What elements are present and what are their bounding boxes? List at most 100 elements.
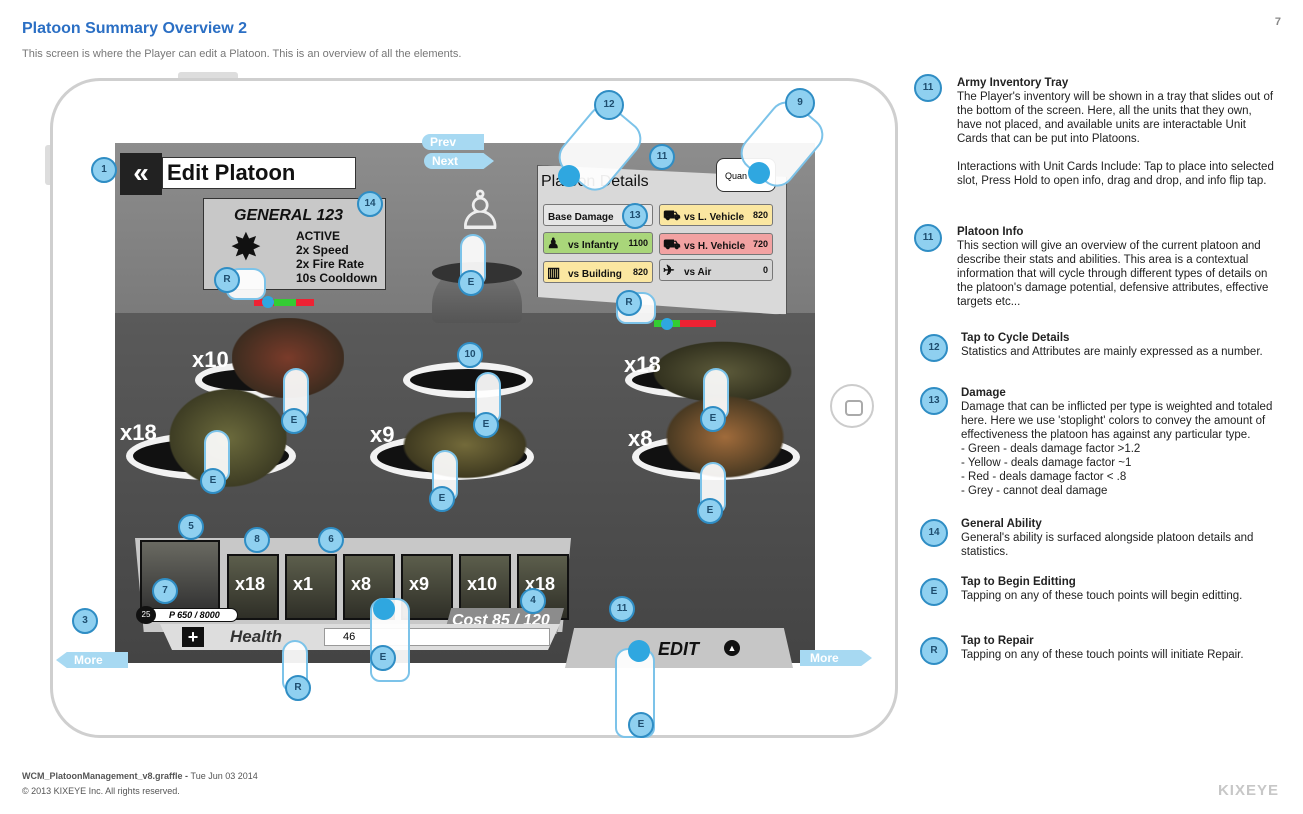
stat-vs-heavy-vehicle: ⛟ vs H. Vehicle 720	[659, 233, 773, 255]
stat-label: Base Damage	[548, 212, 614, 223]
back-button[interactable]: «	[120, 153, 162, 195]
screen-title: Edit Platoon	[162, 157, 356, 189]
footer-filename: WCM_PlatoonManagement_v8.graffle -	[22, 771, 189, 781]
annotation-body: This section will give an overview of th…	[957, 240, 1269, 308]
annotation-body: Tapping on any of these touch points wil…	[961, 649, 1244, 661]
tablet-home-button[interactable]	[830, 384, 874, 428]
unit-multiplier: x9	[370, 422, 395, 447]
annotation-heading: Tap to Cycle Details	[961, 332, 1070, 344]
chevron-up-icon[interactable]: ▲	[724, 640, 740, 656]
touch-point[interactable]	[558, 165, 580, 187]
edit-bar[interactable]	[565, 628, 793, 668]
callout-marker: 10	[457, 342, 483, 368]
health-label: Health	[230, 627, 282, 646]
annotation-marker: E	[920, 578, 948, 606]
unit-artillery[interactable]	[400, 410, 530, 480]
callout-marker: 8	[244, 527, 270, 553]
tablet-power-button	[178, 72, 238, 78]
annotation-body: Interactions with Unit Cards Include: Ta…	[957, 161, 1274, 187]
soldier-icon: ♟	[547, 235, 560, 251]
footer-copyright: © 2013 KIXEYE Inc. All rights reserved.	[22, 786, 180, 796]
stat-vs-air: ✈ vs Air 0	[659, 259, 773, 281]
tablet-side-button	[45, 145, 50, 185]
annotation-begin-editing: Tap to Begin Editting Tapping on any of …	[961, 575, 1281, 603]
edit-touch-marker[interactable]: E	[458, 270, 484, 296]
building-icon: ▥	[547, 264, 561, 280]
stat-value: 1100	[628, 238, 648, 248]
callout-marker: 4	[520, 588, 546, 614]
stat-label: vs Infantry	[568, 240, 619, 251]
heavy-truck-icon: ⛟	[663, 236, 681, 252]
page-title: Platoon Summary Overview 2	[22, 20, 247, 37]
annotation-army-inventory: Army Inventory Tray The Player's invento…	[957, 76, 1277, 188]
touch-point[interactable]	[628, 640, 650, 662]
general-ability-line: 2x Fire Rate	[296, 257, 365, 271]
unit-card-count: x18	[235, 574, 266, 594]
callout-marker: 13	[622, 203, 648, 229]
unit-card-count: x10	[467, 574, 498, 594]
more-right-button[interactable]: More	[800, 650, 872, 666]
repair-touch-marker[interactable]: R	[214, 267, 240, 293]
unit-card-count: x8	[351, 574, 372, 594]
footer-date: Tue Jun 03 2014	[190, 771, 258, 781]
annotation-cycle-details: Tap to Cycle Details Statistics and Attr…	[961, 331, 1281, 359]
callout-marker: 12	[594, 90, 624, 120]
edit-touch-marker[interactable]: E	[628, 712, 654, 738]
stat-value: 820	[632, 267, 648, 277]
annotation-marker: 13	[920, 387, 948, 415]
annotation-body: - Green - deals damage factor >1.2 - Yel…	[961, 443, 1141, 497]
level-badge: 25	[136, 606, 156, 624]
stat-label: vs L. Vehicle	[684, 212, 745, 223]
annotation-marker: R	[920, 637, 948, 665]
repair-bar-green	[274, 299, 296, 306]
repair-touch-marker[interactable]: R	[616, 290, 642, 316]
flag-burst-icon: ✸	[230, 227, 262, 269]
general-status: ACTIVE	[296, 229, 341, 243]
general-name: GENERAL 123	[234, 207, 344, 224]
edit-touch-marker[interactable]: E	[700, 406, 726, 432]
touch-point[interactable]	[748, 162, 770, 184]
touch-point[interactable]	[373, 598, 395, 620]
annotation-body: Statistics and Attributes are mainly exp…	[961, 346, 1263, 358]
plus-icon[interactable]: +	[182, 627, 204, 647]
more-left-button[interactable]: More	[56, 652, 128, 668]
double-chevron-left-icon: «	[133, 157, 149, 188]
page-number: 7	[1274, 16, 1281, 28]
annotation-damage: Damage Damage that can be inflicted per …	[961, 386, 1281, 498]
touch-point[interactable]	[661, 318, 673, 330]
unit-card[interactable]: x8	[343, 554, 395, 620]
stat-label: vs H. Vehicle	[684, 241, 746, 252]
edit-touch-marker[interactable]: E	[200, 468, 226, 494]
commander-portrait[interactable]	[140, 540, 220, 612]
stat-label: vs Air	[684, 267, 712, 278]
next-button[interactable]: Next	[424, 153, 494, 169]
annotation-heading: Army Inventory Tray	[957, 77, 1069, 89]
truck-icon: ⛟	[663, 207, 681, 223]
callout-marker: 3	[72, 608, 98, 634]
stat-vs-building: ▥ vs Building 820	[543, 261, 653, 283]
repair-touch-marker[interactable]: R	[285, 675, 311, 701]
annotation-heading: General Ability	[961, 518, 1042, 530]
annotation-repair: Tap to Repair Tapping on any of these to…	[961, 634, 1281, 662]
callout-marker: 9	[785, 88, 815, 118]
general-figure-icon[interactable]: ♙	[456, 181, 505, 241]
stat-value: 720	[752, 239, 768, 249]
prev-button[interactable]: Prev	[422, 134, 484, 150]
stat-vs-infantry: ♟ vs Infantry 1100	[543, 232, 653, 254]
unit-card[interactable]: x1	[285, 554, 337, 620]
callout-marker: 11	[609, 596, 635, 622]
annotation-heading: Tap to Begin Editting	[961, 576, 1076, 588]
annotation-heading: Damage	[961, 387, 1006, 399]
unit-multiplier: x18	[624, 352, 661, 377]
edit-touch-marker[interactable]: E	[281, 408, 307, 434]
annotation-marker: 14	[920, 519, 948, 547]
annotation-heading: Platoon Info	[957, 226, 1024, 238]
callout-marker: 7	[152, 578, 178, 604]
unit-card-count: x1	[293, 574, 314, 594]
edit-touch-marker[interactable]: E	[370, 645, 396, 671]
edit-touch-marker[interactable]: E	[697, 498, 723, 524]
touch-point[interactable]	[262, 296, 274, 308]
kixeye-logo: KIXEYE	[1217, 782, 1279, 799]
edit-touch-marker[interactable]: E	[473, 412, 499, 438]
edit-touch-marker[interactable]: E	[429, 486, 455, 512]
